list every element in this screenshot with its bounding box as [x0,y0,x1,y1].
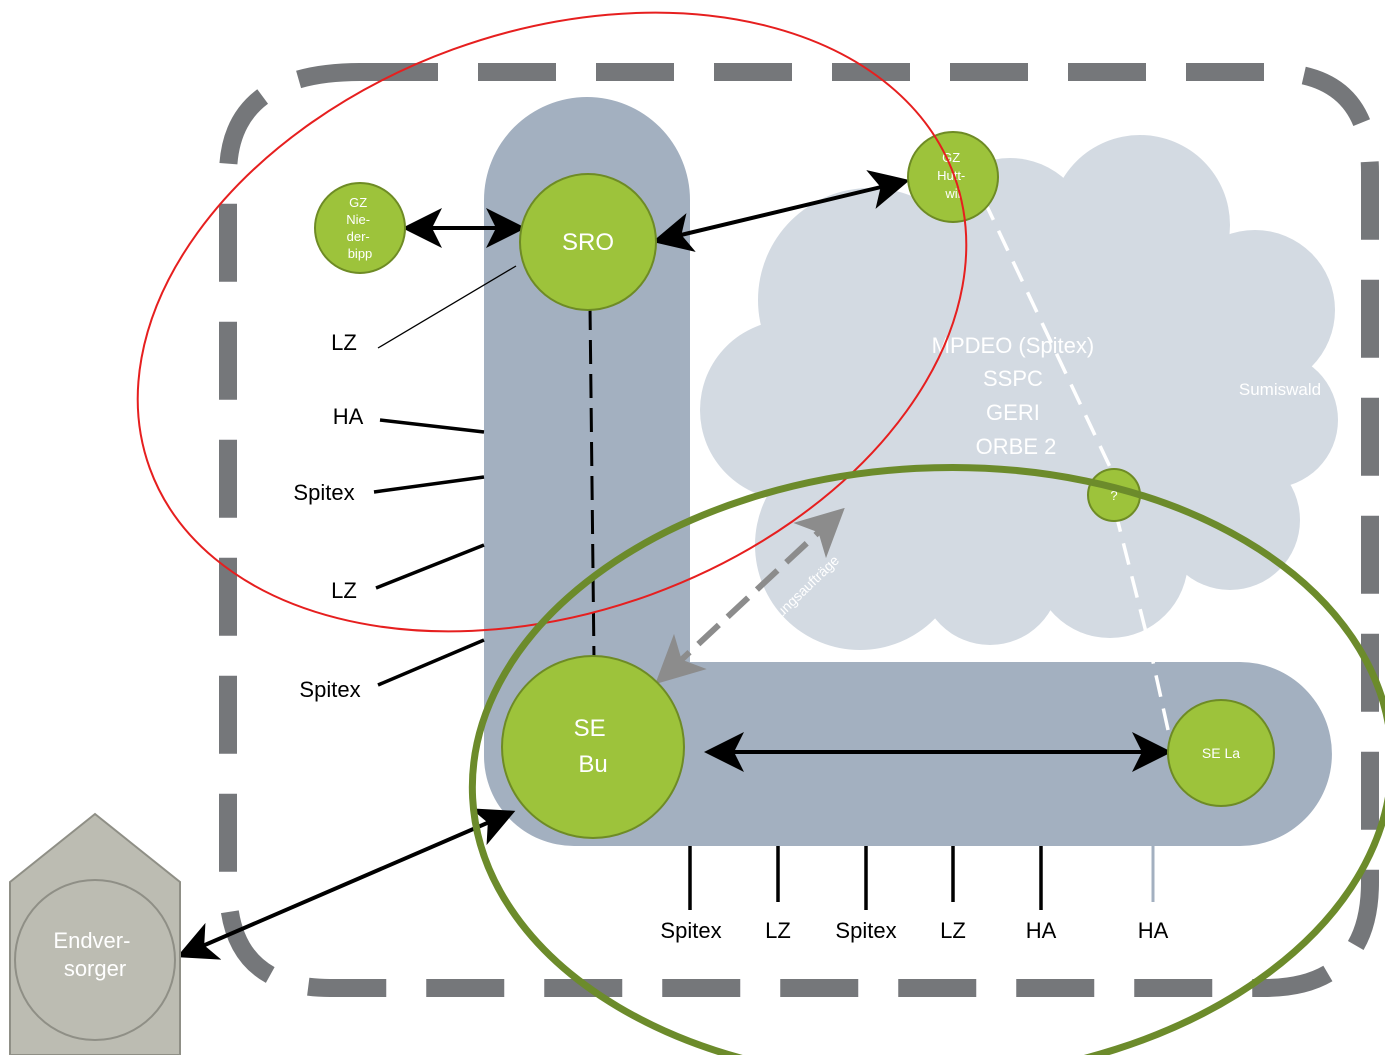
bottom-label-spitex-2: Spitex [835,918,896,943]
left-label-lz-2: LZ [331,578,357,603]
left-label-spitex-2: Spitex [299,677,360,702]
sro-label: SRO [562,229,614,256]
bottom-label-lz-1: LZ [765,918,791,943]
bottom-label-ha-1: HA [1026,918,1057,943]
gz-huttwil-line-1: GZ [942,150,960,165]
red-ellipse [136,11,968,633]
svg-text:GZ Hutt- wil: GZ Hutt- wil [937,150,969,201]
cloud-line-2: SSPC [983,366,1043,391]
gz-niederbipp-line-3: der- [347,229,370,244]
bottom-label-spitex-1: Spitex [660,918,721,943]
endversorger-label-2: sorger [64,956,126,981]
left-label-lz-1: LZ [331,330,357,355]
node-gz-niederbipp: GZ Nie- der- bipp [314,182,406,274]
left-label-spitex-1: Spitex [293,480,354,505]
node-gz-huttwil: GZ Hutt- wil [907,131,999,223]
endversorger-house: Endver- sorger [9,812,181,1055]
region-dashed-border [219,63,1379,997]
cloud-shape [700,135,1338,650]
endversorger-sebu-arrow [176,808,516,960]
node-se-la: SE La [1167,699,1275,807]
gz-niederbipp-line-4: bipp [348,246,373,261]
green-ellipse [468,463,1385,1055]
left-label-ha: HA [333,404,364,429]
svg-text:Endver- sorger: Endver- sorger [53,928,136,981]
cloud-line-4: ORBE 2 [976,434,1057,459]
gz-niederbipp-line-2: Nie- [346,212,370,227]
node-se-bu: SE Bu [501,655,685,839]
node-sro: SRO [519,173,657,311]
endversorger-label-1: Endver- [53,928,130,953]
sro-huttwil-arrow [652,170,910,252]
bottom-label-ha-2: HA [1138,918,1169,943]
huttwil-sela-dashed-line [982,199,1174,749]
sumiswald-label: Sumiswald [1239,380,1321,399]
svg-text:MPDEO (Spitex) SSPC GE: MPDEO (Spitex) SSPC GERI ORBE 2 [932,333,1101,459]
se-bu-line-2: Bu [578,751,607,778]
gz-huttwil-line-3: wil [944,186,960,201]
lz-thin-line [377,265,517,349]
se-bu-line-1: SE [574,715,606,742]
cloud-line-3: GERI [986,400,1040,425]
svg-text:GZ Nie- der-: GZ Nie- der- bipp [346,195,373,261]
svg-text:SE Bu: SE Bu [574,715,613,778]
question-label: ? [1110,488,1117,503]
bottom-connector-lines [688,846,1043,910]
left-connector-lines [373,418,485,687]
cloud-line-1: MPDEO (Spitex) [932,333,1095,358]
bottom-label-lz-2: LZ [940,918,966,943]
se-la-label: SE La [1202,745,1240,761]
gz-huttwil-line-2: Hutt- [937,168,965,183]
sro-sebu-dashed-line [588,305,596,661]
gz-niederbipp-line-1: GZ [349,195,367,210]
